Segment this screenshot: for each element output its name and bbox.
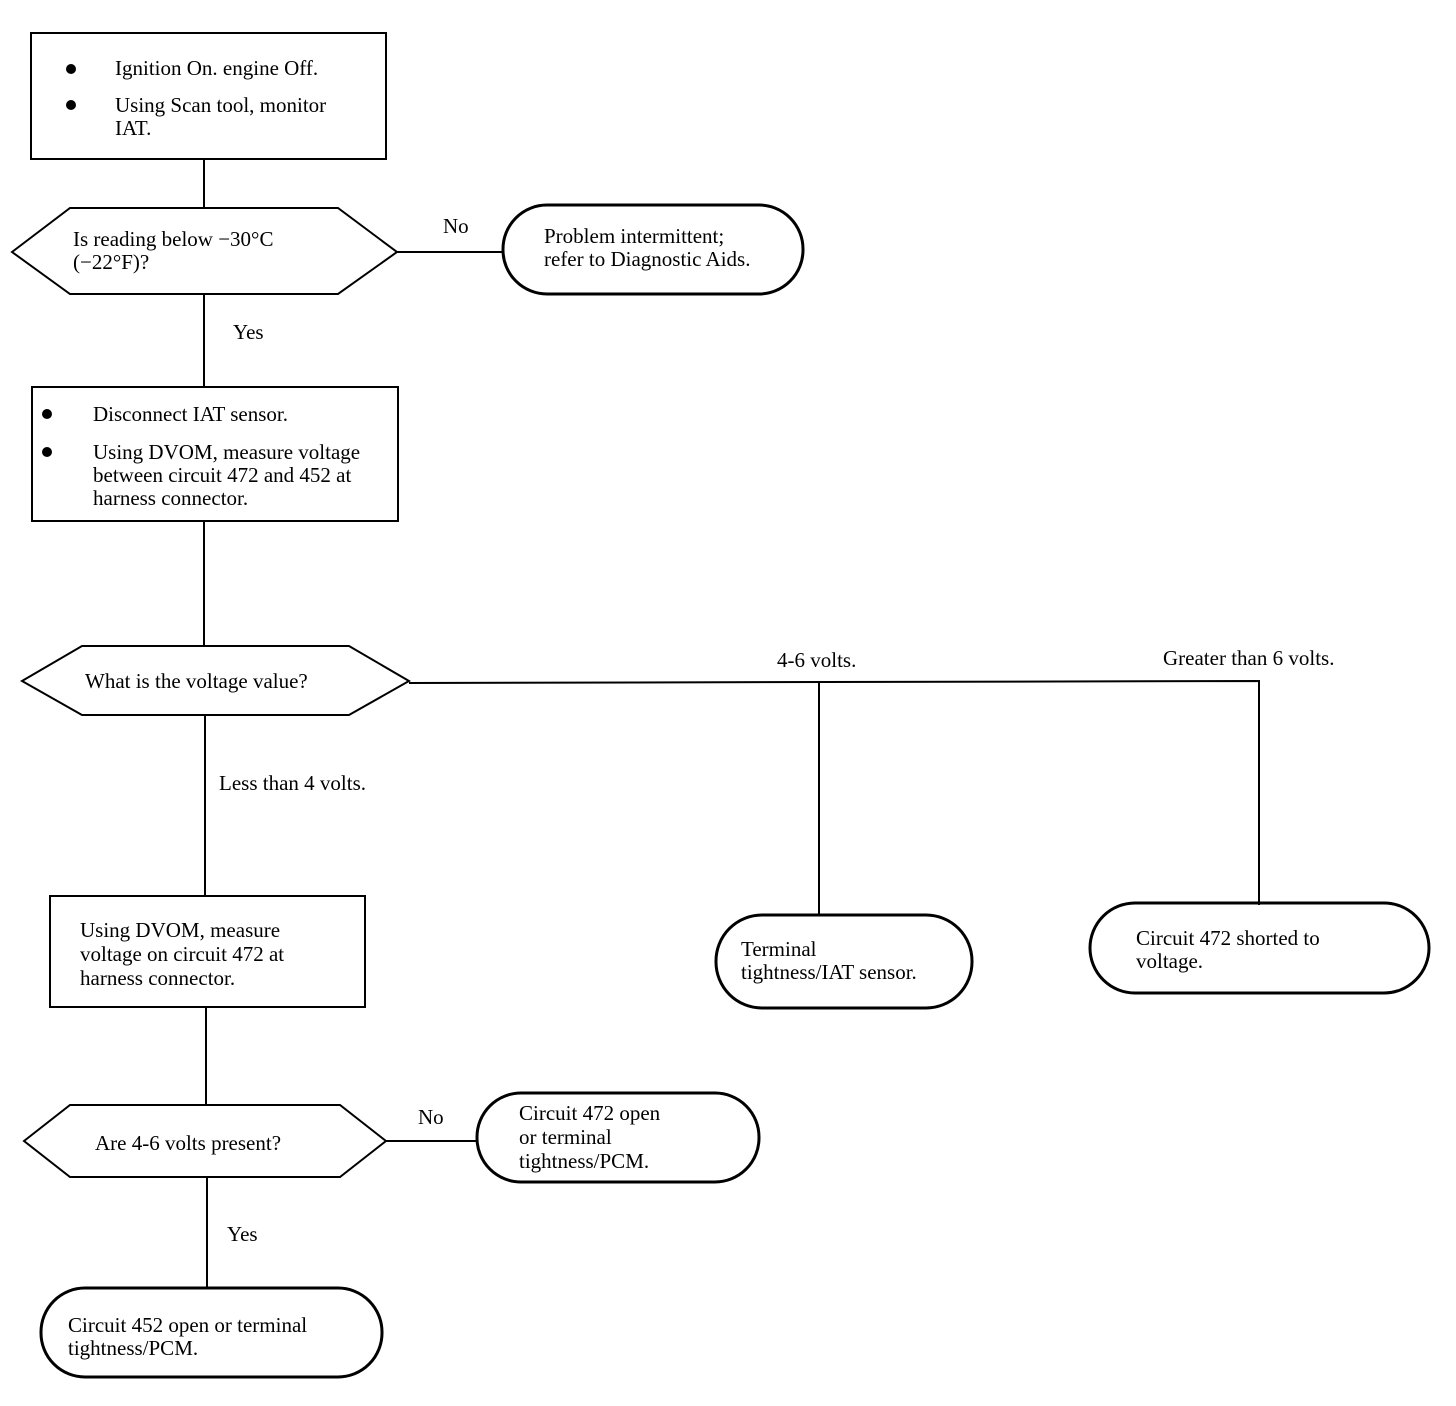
end-472-open-line3: tightness/PCM. [519, 1149, 650, 1173]
bullet-icon [42, 447, 52, 457]
decision1-question-line1: Is reading below −30°C [73, 227, 274, 251]
decision1-no-label: No [443, 214, 469, 238]
decision1-hexagon [10, 207, 399, 295]
step1-bullet-2: Using Scan tool, monitor [115, 93, 327, 117]
bullet-icon [42, 409, 52, 419]
decision3-question: Are 4-6 volts present? [95, 1131, 282, 1155]
decision1-yes-label: Yes [233, 320, 264, 344]
step3-line2: voltage on circuit 472 at [80, 942, 285, 966]
end-intermittent-terminal [501, 203, 805, 296]
end-terminal-line2: tightness/IAT sensor. [741, 960, 917, 984]
step1-bullet-2-cont: IAT. [115, 116, 152, 140]
step3-box [49, 895, 366, 1008]
step1-bullet-1: Ignition On. engine Off. [115, 56, 319, 80]
step3-line3: harness connector. [80, 966, 236, 990]
bullet-icon [66, 64, 76, 74]
connector-decision2-right [408, 679, 1260, 905]
decision2-hexagon [19, 645, 412, 716]
end-452-open-line2: tightness/PCM. [68, 1336, 199, 1360]
decision3-no-label: No [418, 1105, 444, 1129]
decision1-question-line2: (−22°F)? [73, 250, 150, 274]
decision2-4-6-label: 4-6 volts. [777, 648, 857, 672]
step2-box [31, 386, 399, 522]
end-472-open-line2: or terminal [519, 1125, 612, 1149]
bullet-icon [66, 100, 76, 110]
end-shorted-line1: Circuit 472 shorted to [1136, 926, 1320, 950]
step1-box [30, 32, 387, 160]
end-shorted-terminal [1088, 901, 1431, 995]
step2-bullet-2: Using DVOM, measure voltage [93, 440, 361, 464]
decision2-gt6-label: Greater than 6 volts. [1163, 646, 1335, 670]
decision2-question: What is the voltage value? [85, 669, 308, 693]
end-intermittent-line2: refer to Diagnostic Aids. [544, 247, 751, 271]
end-472-open-terminal [475, 1091, 761, 1184]
end-terminal-line1: Terminal [741, 937, 817, 961]
decision3-yes-label: Yes [227, 1222, 258, 1246]
step2-bullet-1: Disconnect IAT sensor. [93, 402, 288, 426]
step3-line1: Using DVOM, measure [80, 918, 281, 942]
end-452-open-terminal [39, 1286, 384, 1379]
step2-bullet-2-cont1: between circuit 472 and 452 at [93, 463, 352, 487]
end-472-open-line1: Circuit 472 open [519, 1101, 661, 1125]
end-452-open-line1: Circuit 452 open or terminal [68, 1313, 308, 1337]
end-shorted-line2: voltage. [1136, 949, 1204, 973]
end-intermittent-line1: Problem intermittent; [544, 224, 725, 248]
decision2-lt4-label: Less than 4 volts. [219, 771, 366, 795]
end-terminal-terminal [714, 913, 974, 1010]
step2-bullet-2-cont2: harness connector. [93, 486, 249, 510]
